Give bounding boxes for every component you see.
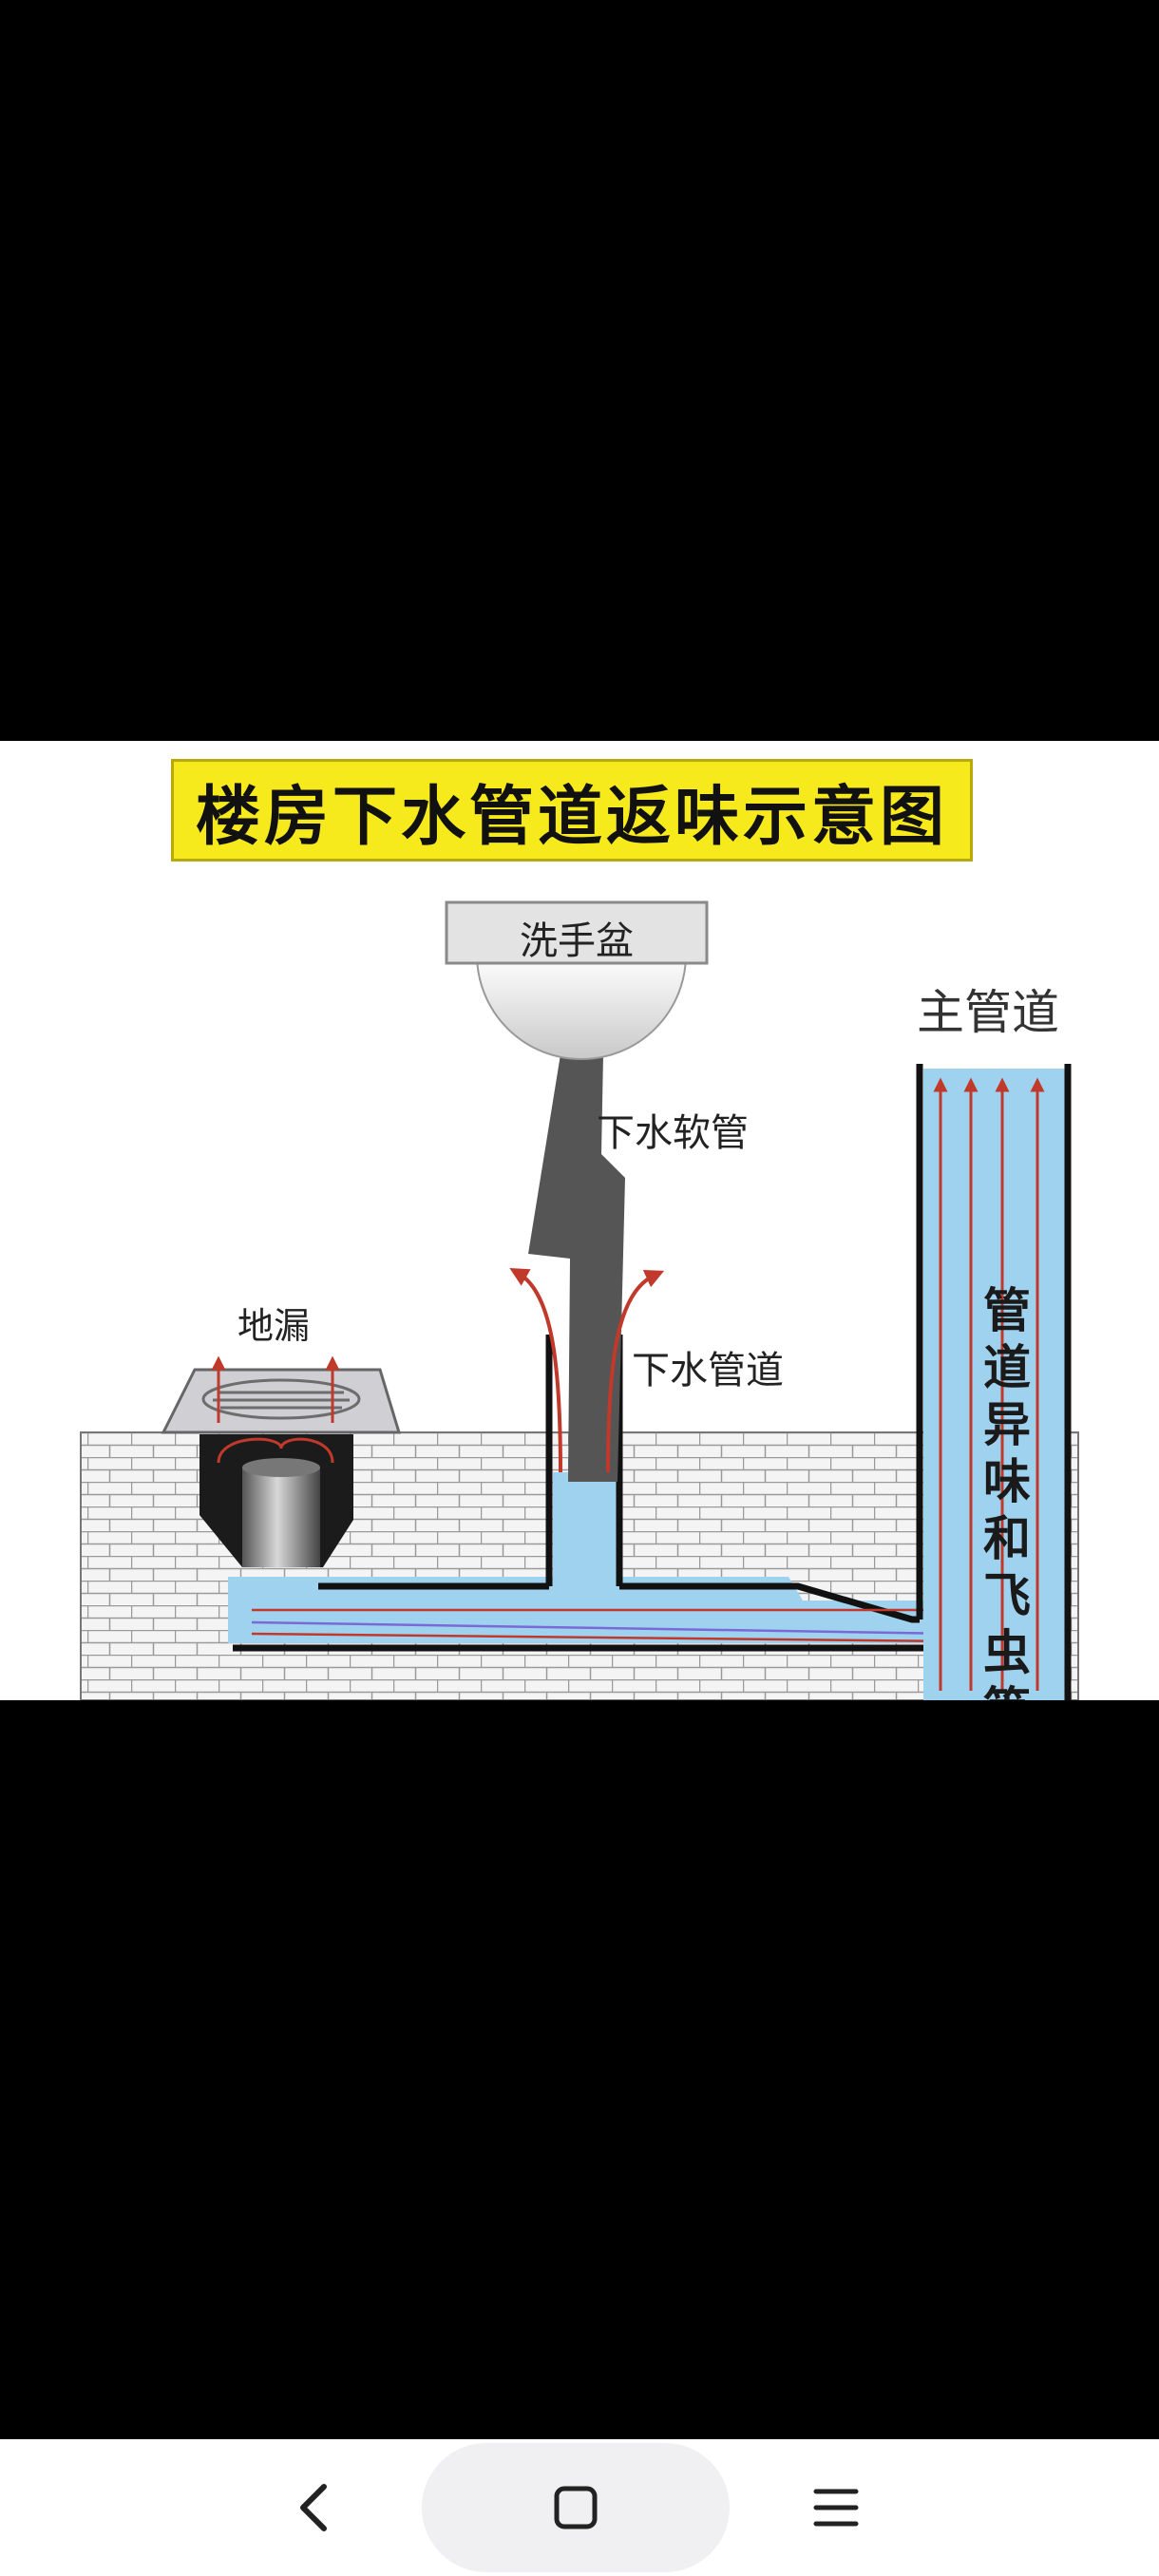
- floor-drain-odor-3: [217, 1437, 283, 1464]
- image-viewer[interactable]: 楼房下水管道返味示意图 洗手盆 主管道 下水软管 地漏 下水管道 管道异味和飞虫…: [0, 0, 1159, 2439]
- menu-button[interactable]: [779, 2439, 893, 2576]
- label-drain-pipe: 下水管道: [632, 1349, 784, 1392]
- label-odor-vertical: 管道异味和飞虫等: [983, 1283, 1031, 1700]
- label-main-pipe: 主管道: [917, 985, 1059, 1040]
- main-pipe-water: [923, 1069, 1066, 1700]
- horizontal-pipe-wall-top: [318, 1582, 920, 1623]
- diagram-graphics: [80, 900, 1079, 1700]
- square-home-icon: [554, 2486, 598, 2529]
- drain-odor-left: [509, 1268, 562, 1473]
- odor-line-h3: [251, 1632, 956, 1643]
- floor-drain-grate-holes: [201, 1378, 361, 1420]
- home-button[interactable]: [422, 2439, 730, 2576]
- label-basin: 洗手盆: [520, 919, 634, 963]
- label-hose: 下水软管: [597, 1111, 749, 1155]
- sink-hose: [528, 1054, 625, 1482]
- floor-drain-cylinder-top: [242, 1458, 320, 1477]
- diagram-title-box: 楼房下水管道返味示意图: [171, 759, 973, 862]
- floor-drain-cylinder: [242, 1468, 320, 1567]
- drain-pipe-water: [553, 1472, 618, 1586]
- back-button[interactable]: [256, 2439, 370, 2576]
- home-button-pill: [422, 2443, 730, 2572]
- label-floor-drain: 地漏: [238, 1305, 311, 1347]
- diagram-image: 楼房下水管道返味示意图 洗手盆 主管道 下水软管 地漏 下水管道 管道异味和飞虫…: [0, 741, 1159, 1700]
- floor-drain-odor-4: [279, 1437, 334, 1464]
- basin-rim: [445, 900, 709, 965]
- diagram-title: 楼房下水管道返味示意图: [195, 779, 948, 855]
- hamburger-menu-icon: [813, 2489, 859, 2527]
- basin-bowl: [475, 954, 688, 1060]
- chevron-left-icon: [300, 2484, 327, 2531]
- odor-line-h2: [251, 1620, 956, 1636]
- system-navigation-bar: [0, 2439, 1159, 2576]
- drain-odor-right: [606, 1270, 665, 1473]
